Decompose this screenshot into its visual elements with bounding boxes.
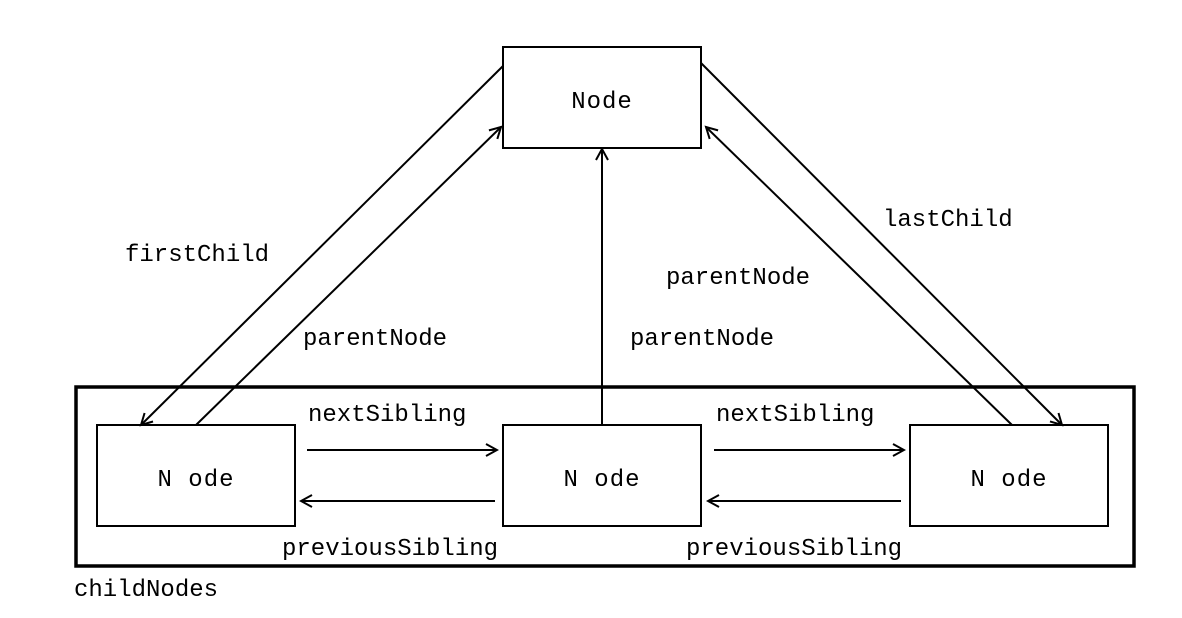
parent-node-label-right: parentNode xyxy=(666,265,810,292)
child-node-right-box xyxy=(909,424,1109,527)
previous-sibling-label-2: previousSibling xyxy=(686,536,902,563)
parent-node-arrow-right xyxy=(706,127,1013,426)
child-nodes-group-frame xyxy=(74,385,1136,568)
parent-node-arrow-left xyxy=(195,127,501,426)
child-node-left-label: N ode xyxy=(157,467,234,494)
child-node-left-box xyxy=(96,424,296,527)
next-sibling-label-2: nextSibling xyxy=(716,402,874,429)
first-child-label: firstChild xyxy=(125,242,269,269)
child-node-middle-label: N ode xyxy=(563,467,640,494)
parent-node-label-middle: parentNode xyxy=(630,326,774,353)
child-nodes-label: childNodes xyxy=(74,577,218,604)
parent-node-label-left: parentNode xyxy=(303,326,447,353)
next-sibling-label-1: nextSibling xyxy=(308,402,466,429)
parent-node-label: Node xyxy=(571,89,633,116)
child-node-right-label: N ode xyxy=(970,467,1047,494)
last-child-label: lastChild xyxy=(883,207,1013,234)
last-child-arrow xyxy=(700,62,1062,425)
first-child-arrow xyxy=(141,65,504,425)
previous-sibling-label-1: previousSibling xyxy=(282,536,498,563)
